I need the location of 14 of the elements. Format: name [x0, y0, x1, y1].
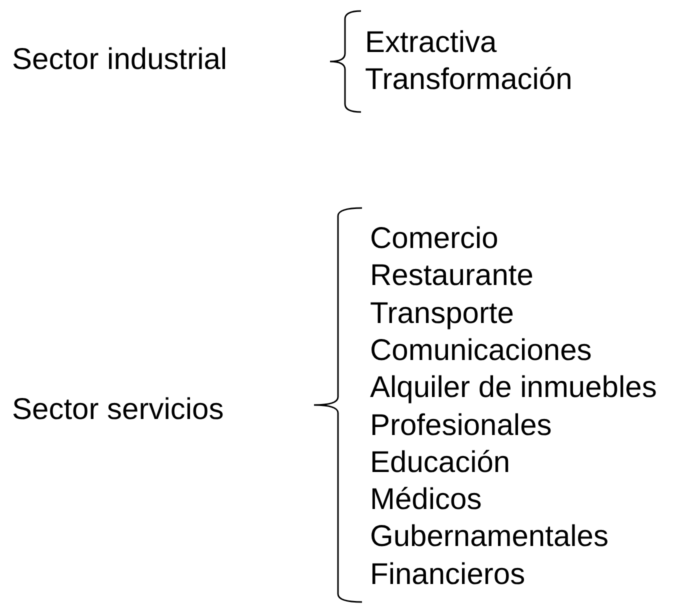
category-label: Alquiler de inmuebles: [370, 371, 657, 406]
category-label: Restaurante: [370, 259, 534, 294]
category-label: Educación: [370, 446, 510, 480]
category-label: Médicos: [370, 483, 482, 518]
category-label: Extractiva: [365, 26, 497, 60]
category-label: Transporte: [370, 296, 514, 331]
category-label: Financieros: [370, 558, 526, 592]
category-label: Sector industrial: [12, 43, 228, 77]
category-label: Comunicaciones: [370, 334, 592, 368]
category-label: Profesionales: [370, 408, 552, 442]
category-label: Sector servicios: [12, 393, 224, 427]
category-label: Comercio: [370, 222, 498, 256]
category-label: Gubernamentales: [370, 520, 608, 554]
category-label: Transformación: [365, 63, 572, 97]
